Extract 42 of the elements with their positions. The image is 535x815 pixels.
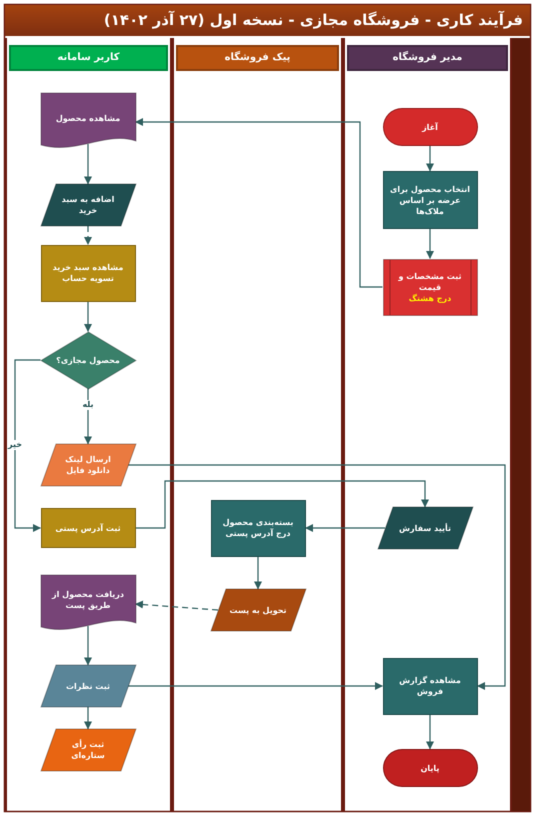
process-box: مشاهده سبد خرید تسویه حساب bbox=[40, 244, 136, 302]
arrow bbox=[128, 682, 383, 690]
lane-header: پیک فروشگاه bbox=[176, 45, 339, 71]
arrow bbox=[426, 146, 434, 172]
process-box: مشاهده گزارش فروش bbox=[382, 658, 478, 714]
data-parallelogram: ثبت نظرات bbox=[40, 665, 136, 707]
document-shape: دریافت محصول از طریق پست bbox=[40, 575, 136, 633]
arrow bbox=[426, 229, 434, 259]
process-box: انتخاب محصول برای عرضه بر اساس ملاک‌ها bbox=[382, 171, 478, 229]
predefined-process-box: ثبت مشخصات و قیمت درج هشتگ bbox=[382, 258, 478, 316]
document-shape: مشاهده محصول bbox=[40, 93, 136, 151]
swimlane bbox=[343, 38, 512, 811]
arrow bbox=[254, 556, 262, 590]
arrow bbox=[84, 144, 92, 184]
process-box: ثبت آدرس پستی bbox=[40, 508, 136, 548]
title-banner: فرآیند کاری - فروشگاه مجازی - نسخه اول (۲۷ آذر ۱۴۰۲) bbox=[5, 5, 530, 36]
arrow bbox=[84, 626, 92, 666]
edge-label: خیر bbox=[7, 440, 23, 450]
process-box: بسته‌بندی محصول درج آدرس پستی bbox=[210, 500, 306, 556]
data-parallelogram: ارسال لینک دانلود فایل bbox=[40, 444, 136, 486]
decision-diamond: محصول مجازی؟ bbox=[40, 332, 136, 388]
arrow bbox=[135, 118, 382, 288]
arrow bbox=[135, 600, 218, 611]
data-parallelogram: اضافه به سبد خرید bbox=[40, 184, 136, 226]
edge-label: بله bbox=[81, 400, 95, 410]
data-parallelogram: ثبت رأی ستاره‌ای bbox=[40, 729, 136, 771]
arrow bbox=[14, 359, 41, 532]
lane-header: کاربر سامانه bbox=[9, 45, 168, 71]
arrow bbox=[84, 226, 92, 245]
terminal-shape: آغاز bbox=[382, 108, 478, 146]
swimlane bbox=[5, 38, 172, 811]
arrow bbox=[426, 714, 434, 750]
swimlane bbox=[172, 38, 343, 811]
lane-header: مدیر فروشگاه bbox=[347, 45, 508, 71]
arrow bbox=[136, 480, 429, 529]
arrow bbox=[84, 707, 92, 730]
arrow bbox=[84, 302, 92, 332]
arrow bbox=[305, 524, 385, 532]
data-parallelogram: تحویل به پست bbox=[210, 589, 306, 631]
data-parallelogram: تأیید سفارش bbox=[378, 507, 472, 549]
terminal-shape: پایان bbox=[382, 749, 478, 787]
arrow bbox=[128, 464, 506, 690]
